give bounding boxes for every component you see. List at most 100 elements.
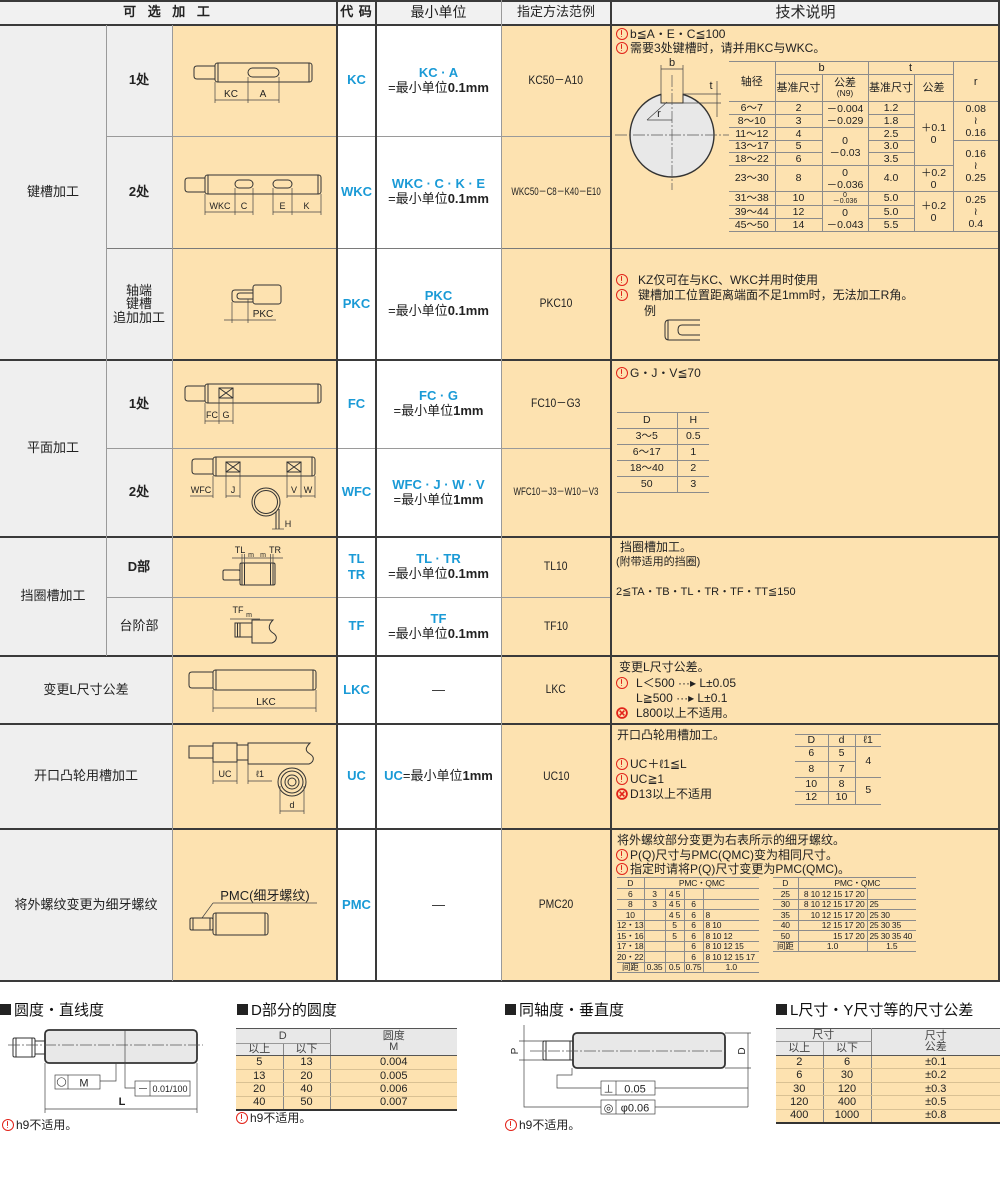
dimension-lines — [204, 398, 234, 424]
cell-d: 35 — [773, 909, 799, 921]
cell-d: 6～17 — [617, 444, 678, 461]
cell-b-base: 3 — [774, 114, 823, 129]
cell-d: 17・18 — [617, 940, 645, 952]
dimension-d — [725, 1032, 751, 1107]
unit-text: =最小单位 — [393, 403, 454, 418]
cell-pitch-b: 25 30 35 40 — [866, 930, 917, 942]
warning-icon — [616, 863, 628, 875]
example-text: PMC20 — [538, 897, 574, 912]
section-title-d-roundness: D部分的圆度 — [237, 999, 337, 1020]
sub-kc: 1处 — [106, 25, 172, 136]
title-text: L尺寸・Y尺寸等的尺寸公差 — [790, 1002, 974, 1019]
grid-line — [106, 136, 611, 137]
coaxiality-perpendicularity-diagram: P D ⊥ 0.05 ◎ φ0.06 — [510, 1025, 751, 1115]
cell-d: 20・22 — [617, 951, 645, 963]
code-text: LKC — [343, 681, 370, 697]
lkc-limit: L800以上不适用。 — [616, 706, 735, 720]
cell-pitch-c: 0.75 — [683, 961, 704, 973]
unit-text: =最小单位 — [388, 303, 448, 318]
unit-formula: PKC — [424, 288, 453, 304]
unit-value: 0.1mm — [447, 566, 489, 581]
cell-shaft: 39～44 — [729, 205, 776, 220]
cell-b-tol: 0－0.036 — [821, 191, 869, 207]
cell-t-base: 2.5 — [867, 127, 915, 142]
cell-pitch-d: 8 — [702, 909, 760, 921]
dimension-r — [646, 101, 672, 121]
range-sep: ≀ — [973, 160, 978, 173]
sub-label-line: 轴端 — [125, 282, 152, 298]
unit-formula: UC — [384, 768, 403, 784]
shaft-outline — [188, 742, 314, 765]
cell-max: 400 — [822, 1095, 872, 1110]
note-keyway-range: b≦A・E・C≦100 — [616, 27, 725, 41]
tol-upper: 0 — [843, 191, 847, 199]
col-header-pmc: PMC・QMC — [643, 877, 760, 889]
header-text: 公差 — [924, 1041, 947, 1053]
dim-label: W — [304, 485, 313, 495]
grid-line — [0, 980, 1000, 982]
pmc-note-same-size: P(Q)尺寸与PMC(QMC)变为相同尺寸。 — [616, 848, 838, 862]
cell-d: 50 — [617, 476, 678, 493]
note-text: L800以上不适用。 — [636, 706, 735, 720]
prohibited-icon — [616, 788, 628, 800]
unit-text: =最小单位 — [393, 491, 454, 507]
cell-shaft: 18～22 — [729, 152, 776, 167]
cell-b-base: 14 — [774, 218, 823, 233]
cell-h: 1 — [676, 444, 709, 461]
category-label: 键槽加工 — [26, 184, 79, 200]
concentricity-symbol: ◎ — [604, 1103, 614, 1115]
cell-d: 18～40 — [617, 460, 678, 477]
note-text: L＜500 ···▸ L±0.05 — [636, 676, 736, 690]
unit-formula: TF — [430, 610, 447, 626]
cell-d: 6 — [795, 745, 829, 762]
tol-lower: －0.029 — [826, 114, 864, 127]
keyway-dimension-table: 轴径 b t r 基准尺寸 公差(N9) 基准尺寸 公差 6～7 2 －0.00… — [729, 60, 998, 233]
cell-r: 0.25≀0.4 — [952, 191, 998, 233]
cell-b-base: 2 — [774, 101, 823, 116]
cell-pitch-b: 1.5 — [866, 940, 917, 952]
grid-line — [0, 536, 1000, 538]
unit-formula: WKC · C · K · E — [391, 176, 486, 192]
warning-icon — [616, 274, 628, 286]
lkc-title: 变更L尺寸公差。 — [619, 660, 710, 674]
example-text: FC10－G3 — [531, 396, 581, 411]
cell-pitch-a: 8 10 12 15 17 20 — [797, 888, 868, 900]
unit-text: =最小单位 — [388, 625, 448, 641]
note-text: UC≧1 — [630, 772, 665, 786]
straightness-frame — [134, 1080, 191, 1097]
tl-tr-ring-groove-diagram: TL m m TR — [222, 545, 283, 586]
tech-cell-lkc — [611, 656, 1000, 724]
code-uc: UC — [337, 724, 376, 829]
tech-cell-ring — [611, 537, 1000, 656]
code-text: WKC — [340, 183, 373, 199]
header-label: 代 码 — [340, 4, 373, 20]
diagram-cell-tf: TF m — [172, 597, 337, 656]
dim-label-p: P — [510, 1047, 521, 1054]
note-text: 例 — [644, 304, 657, 318]
note-h9-coaxial: h9不适用。 — [505, 1118, 580, 1132]
dim-label: FC — [206, 410, 218, 420]
cell-b-tol: 0－0.043 — [821, 205, 869, 233]
col-header-b-tol: 公差(N9) — [821, 74, 869, 103]
center-lines — [615, 75, 729, 190]
code-text: WFC — [341, 484, 372, 500]
col-header-tolerance: 尺寸公差 — [870, 1028, 1000, 1056]
cell-pitch-b — [866, 888, 917, 900]
code-text: TR — [347, 567, 366, 582]
cell-pitch-d: 8 10 12 15 — [702, 940, 760, 952]
example-wkc: WKC50－C8－K40－E10 — [501, 136, 611, 248]
col-header-d: D — [795, 734, 829, 747]
lkc-rule-over-500: L≧500 ···▸ L±0.1 — [636, 691, 727, 705]
category-label: 将外螺纹变更为细牙螺纹 — [14, 896, 158, 912]
col-header-d: D — [617, 877, 645, 889]
note-text: 将外螺纹部分变更为右表所示的细牙螺纹。 — [617, 833, 846, 847]
grid-line — [998, 0, 1000, 981]
